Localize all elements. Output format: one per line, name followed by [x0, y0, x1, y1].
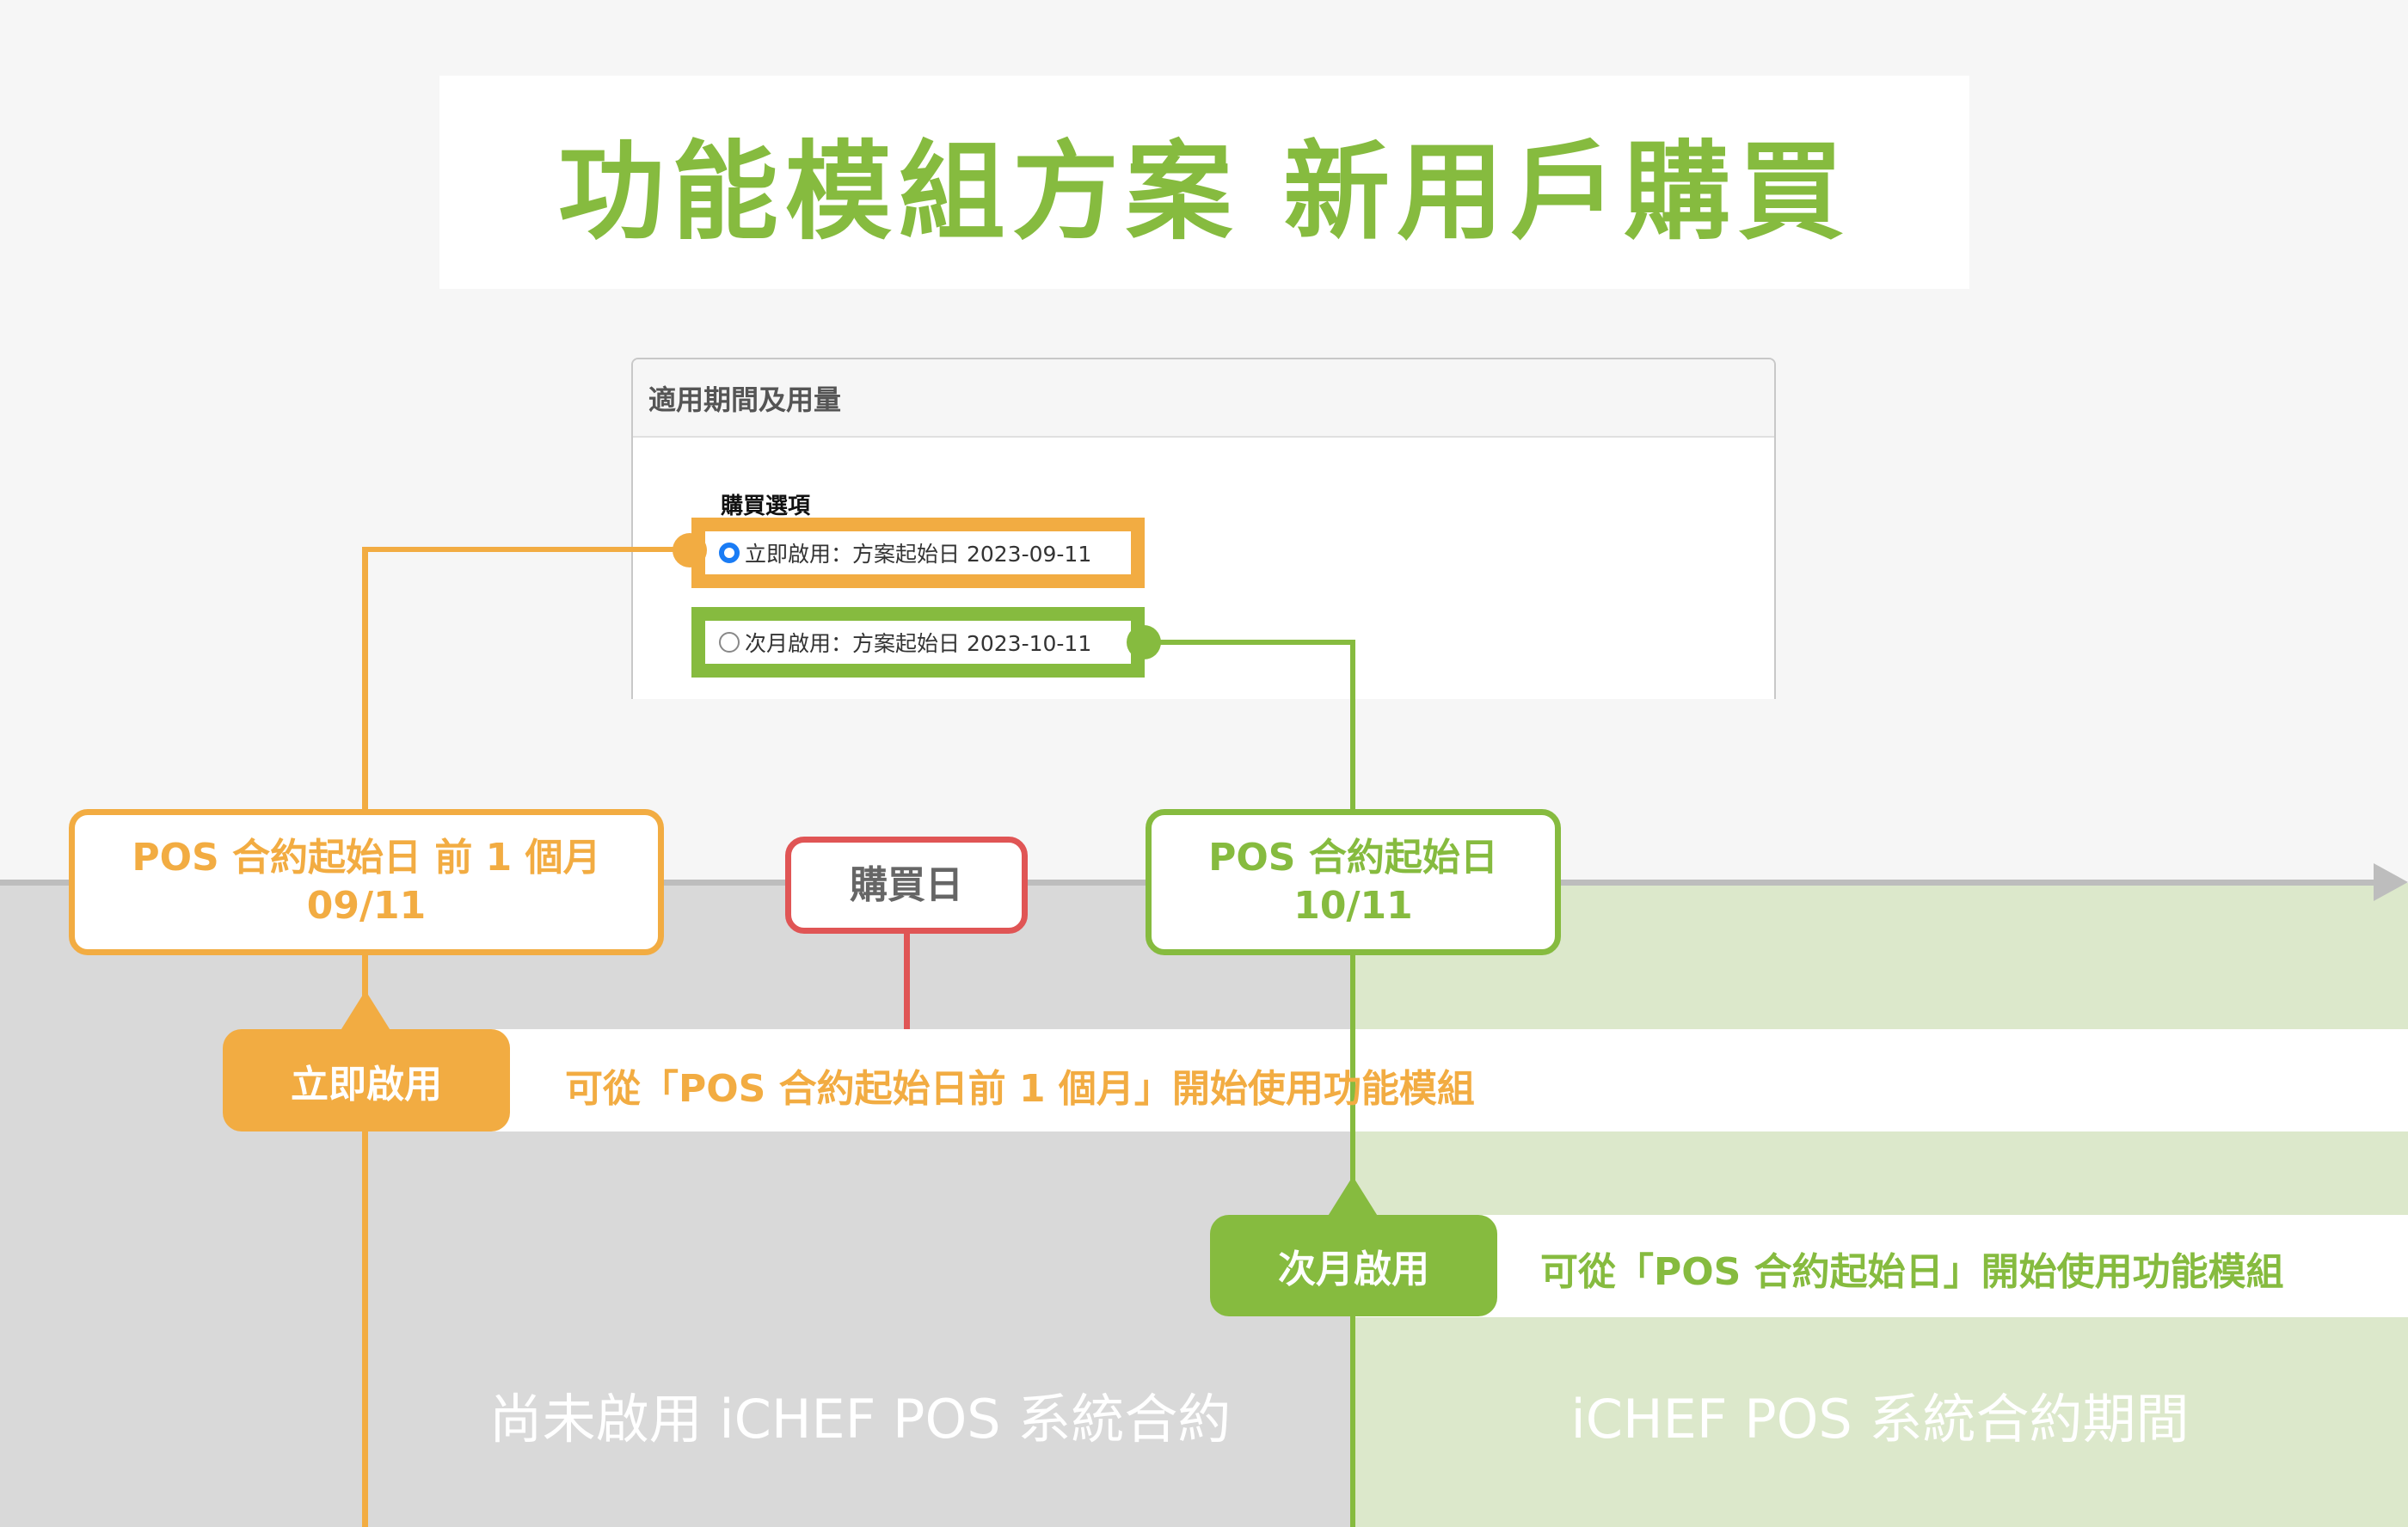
next-month-description: 可從「POS 合約起始日」開始使用功能模組 — [1540, 1250, 2284, 1294]
radio-unselected-icon[interactable] — [719, 632, 740, 653]
page-title: 功能模組方案 新用戶購買 — [557, 131, 1852, 254]
marker-label: POS 合約起始日 前 1 個月 — [132, 836, 601, 880]
marker-purchase-day: 購買日 — [785, 837, 1028, 934]
marker-one-month-before: POS 合約起始日 前 1 個月 09/11 — [69, 809, 664, 955]
marker-label: POS 合約起始日 — [1208, 836, 1498, 880]
immediate-connector-h — [362, 547, 691, 552]
connector-dot — [1127, 625, 1161, 659]
marker-date: 10/11 — [1293, 884, 1413, 928]
purchase-options-label: 購買選項 — [721, 494, 811, 519]
region-contract-period — [1353, 883, 2408, 1527]
marker-label: 購買日 — [850, 862, 963, 907]
title-box: 功能模組方案 新用戶購買 — [439, 76, 1969, 289]
pointer-triangle-icon — [340, 990, 391, 1032]
next-month-connector — [1350, 640, 1355, 1527]
purchase-panel: 適用期間及用量 購買選項 立即啟用：方案起始日 2023-09-11 次月啟用：… — [631, 358, 1776, 699]
tag-immediate: 立即啟用 — [223, 1029, 510, 1131]
radio-selected-icon[interactable] — [719, 543, 740, 563]
marker-date: 09/11 — [306, 884, 427, 928]
purchase-connector — [904, 934, 910, 1029]
option-label: 次月啟用：方案起始日 2023-10-11 — [745, 631, 1092, 656]
tag-next-month: 次月啟用 — [1210, 1215, 1497, 1316]
next-month-connector-h — [1143, 640, 1355, 645]
option-label: 立即啟用：方案起始日 2023-09-11 — [745, 542, 1092, 567]
next-month-band — [1353, 1215, 2408, 1317]
pointer-triangle-icon — [1327, 1176, 1379, 1217]
option-next-month[interactable]: 次月啟用：方案起始日 2023-10-11 — [691, 607, 1145, 678]
connector-dot — [673, 533, 707, 567]
era-during-label: iCHEF POS 系統合約期間 — [1570, 1388, 2190, 1450]
marker-contract-start: POS 合約起始日 10/11 — [1146, 809, 1561, 955]
option-immediate[interactable]: 立即啟用：方案起始日 2023-09-11 — [691, 518, 1145, 588]
panel-header: 適用期間及用量 — [633, 359, 1774, 438]
immediate-band — [366, 1029, 2408, 1131]
immediate-description: 可從「POS 合約起始日前 1 個月」開始使用功能模組 — [565, 1067, 1475, 1111]
arrow-right-icon — [2374, 863, 2408, 901]
region-before-contract — [0, 883, 1353, 1527]
era-before-label: 尚未啟用 iCHEF POS 系統合約 — [488, 1388, 1232, 1450]
